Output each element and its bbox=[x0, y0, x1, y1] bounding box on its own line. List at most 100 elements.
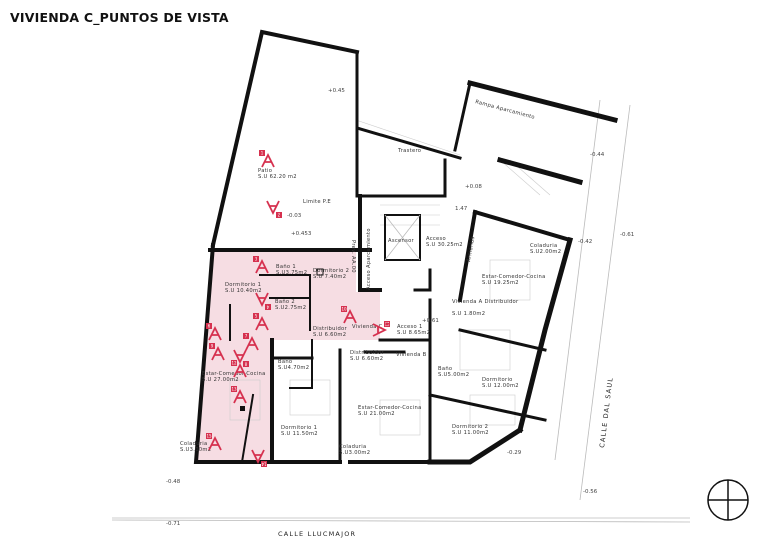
viewpoint-markers: 1 2 3 4 5 6 7 8 9 10 11 12 13 14 15 bbox=[206, 150, 390, 467]
room-area: S.U 8.65m2 bbox=[397, 330, 430, 336]
level: -0.71 bbox=[166, 521, 180, 527]
svg-text:15: 15 bbox=[206, 433, 212, 438]
room-labels: Patio S.U 62.20 m2 Trastero Rampa Aparca… bbox=[180, 99, 561, 456]
viewpoint-marker: 3 bbox=[253, 256, 269, 274]
level-marks: +0.45 -0.03 +0.453 +0.08 1.47 -0.44 -0.4… bbox=[166, 88, 634, 527]
viewpoint-marker: 4 bbox=[255, 292, 271, 310]
room-name: Coladuria bbox=[180, 441, 207, 447]
street-name-right: CALLE DAL SAUL bbox=[598, 376, 615, 448]
svg-text:4: 4 bbox=[266, 305, 269, 310]
room-name: Acceso 1 bbox=[397, 324, 423, 330]
vivienda-c-label: Vivienda C bbox=[352, 324, 383, 330]
viewpoint-marker: 10 bbox=[341, 306, 357, 324]
room-name: Distribuidor bbox=[350, 350, 385, 356]
room-name: Baño bbox=[438, 366, 452, 372]
walls bbox=[193, 29, 619, 465]
level: 1.47 bbox=[455, 206, 468, 212]
room-name: Estar-Comedor-Cocina bbox=[202, 371, 266, 377]
room-name: Estar-Comedor-Cocina bbox=[358, 405, 422, 411]
room-area: S.U 6.60m2 bbox=[350, 356, 383, 362]
page-title: VIVIENDA C_PUNTOS DE VISTA bbox=[10, 10, 229, 25]
viewpoint-marker: 13 bbox=[231, 386, 247, 404]
room-area: S.U 30.25m2 bbox=[426, 242, 463, 248]
room-area: S.U4.70m2 bbox=[278, 365, 309, 371]
svg-text:8: 8 bbox=[244, 362, 247, 367]
room-area: S.U 6.60m2 bbox=[313, 332, 346, 338]
room-area: S.U 12.00m2 bbox=[482, 383, 519, 389]
level: -0.48 bbox=[166, 479, 181, 485]
room-area: S.U3.00m2 bbox=[339, 450, 370, 456]
viewpoint-marker: 6 bbox=[206, 323, 222, 341]
room-area: S.U 19.25m2 bbox=[482, 280, 519, 286]
room-area: S.U 7.40m2 bbox=[313, 274, 346, 280]
svg-text:7: 7 bbox=[245, 333, 248, 338]
room-name: Acceso bbox=[426, 236, 446, 242]
viewpoint-marker: 11 bbox=[372, 321, 390, 337]
viewpoint-marker: 8 bbox=[233, 349, 249, 367]
level: -0.56 bbox=[583, 489, 598, 495]
room-area: S.U 21.00m2 bbox=[358, 411, 395, 417]
level: -0.44 bbox=[590, 152, 605, 158]
furniture-lines bbox=[229, 119, 551, 436]
elevator-cross bbox=[384, 214, 421, 261]
prev-label: Prev. AA.00 bbox=[350, 240, 356, 273]
room-area: S.U2.75m2 bbox=[275, 305, 306, 311]
level: +0.61 bbox=[422, 318, 439, 324]
street-line bbox=[579, 104, 631, 501]
level: -0.29 bbox=[507, 450, 522, 456]
street-line bbox=[554, 99, 601, 461]
acceso-aparcamiento-label: Acceso Aparcamiento bbox=[366, 228, 372, 290]
room-area: S.U 27.00m2 bbox=[202, 377, 239, 383]
room-name: Coladuria bbox=[339, 444, 366, 450]
room-name: Distribuidor bbox=[313, 326, 348, 332]
viewpoint-marker: 12 bbox=[231, 360, 247, 378]
svg-text:13: 13 bbox=[231, 386, 237, 391]
room-area: S.U2.00m2 bbox=[530, 249, 561, 255]
level: -0.42 bbox=[578, 239, 592, 245]
svg-text:12: 12 bbox=[231, 360, 237, 365]
svg-text:10: 10 bbox=[341, 306, 347, 311]
viewpoint-marker: 7 bbox=[243, 333, 259, 351]
room-name: Dormitorio 1 bbox=[225, 282, 261, 288]
north-arrow-icon bbox=[707, 479, 749, 521]
room-area: S.U3.00m2 bbox=[180, 447, 211, 453]
level: -0.03 bbox=[287, 213, 302, 219]
svg-text:14: 14 bbox=[261, 462, 267, 467]
svg-text:3: 3 bbox=[255, 256, 258, 261]
room-name: Baño bbox=[278, 359, 292, 365]
room-name: Ascensor bbox=[388, 238, 415, 244]
room-name: Dormitorio 1 bbox=[281, 425, 317, 431]
viewpoint-marker: 2 bbox=[266, 200, 282, 218]
viewpoint-marker: 15 bbox=[206, 433, 222, 451]
room-name: Dormitorio 2 bbox=[313, 268, 349, 274]
svg-text:5: 5 bbox=[255, 313, 258, 318]
vivienda-b-label: Vivienda B bbox=[396, 352, 427, 358]
viewpoint-marker: 5 bbox=[253, 313, 269, 331]
svg-text:9: 9 bbox=[211, 343, 214, 348]
svg-text:6: 6 bbox=[208, 323, 211, 328]
room-area: S.U 11.00m2 bbox=[452, 430, 489, 436]
viewpoint-marker: 9 bbox=[209, 343, 225, 361]
room-area: S.U5.00m2 bbox=[438, 372, 469, 378]
viewpoint-marker: 14 bbox=[251, 449, 267, 467]
room-area: S.U 10.40m2 bbox=[225, 288, 262, 294]
room-name: Vivienda A Distribuidor bbox=[452, 299, 519, 305]
room-name: Dormitorio 2 bbox=[452, 424, 488, 430]
street-line bbox=[111, 519, 691, 523]
room-name: Trastero bbox=[397, 148, 421, 154]
armarios-label: Armarios bbox=[466, 236, 476, 262]
room-name: Coladuria bbox=[530, 243, 557, 249]
room-name: Estar-Comedor-Cocina bbox=[482, 274, 546, 280]
svg-text:2: 2 bbox=[277, 213, 280, 218]
room-name: Patio bbox=[258, 168, 272, 174]
room-area: S.U 1.80m2 bbox=[452, 311, 485, 317]
room-name: Rampa Aparcamiento bbox=[474, 99, 535, 121]
level: +0.45 bbox=[328, 88, 345, 94]
room-name: Baño 1 bbox=[276, 264, 296, 270]
viewpoint-marker: 1 bbox=[259, 150, 275, 168]
limite-label: Limite P.E bbox=[303, 199, 331, 205]
level: +0.08 bbox=[465, 184, 482, 190]
level: +0.453 bbox=[291, 231, 312, 237]
room-area: S.U 11.50m2 bbox=[281, 431, 318, 437]
